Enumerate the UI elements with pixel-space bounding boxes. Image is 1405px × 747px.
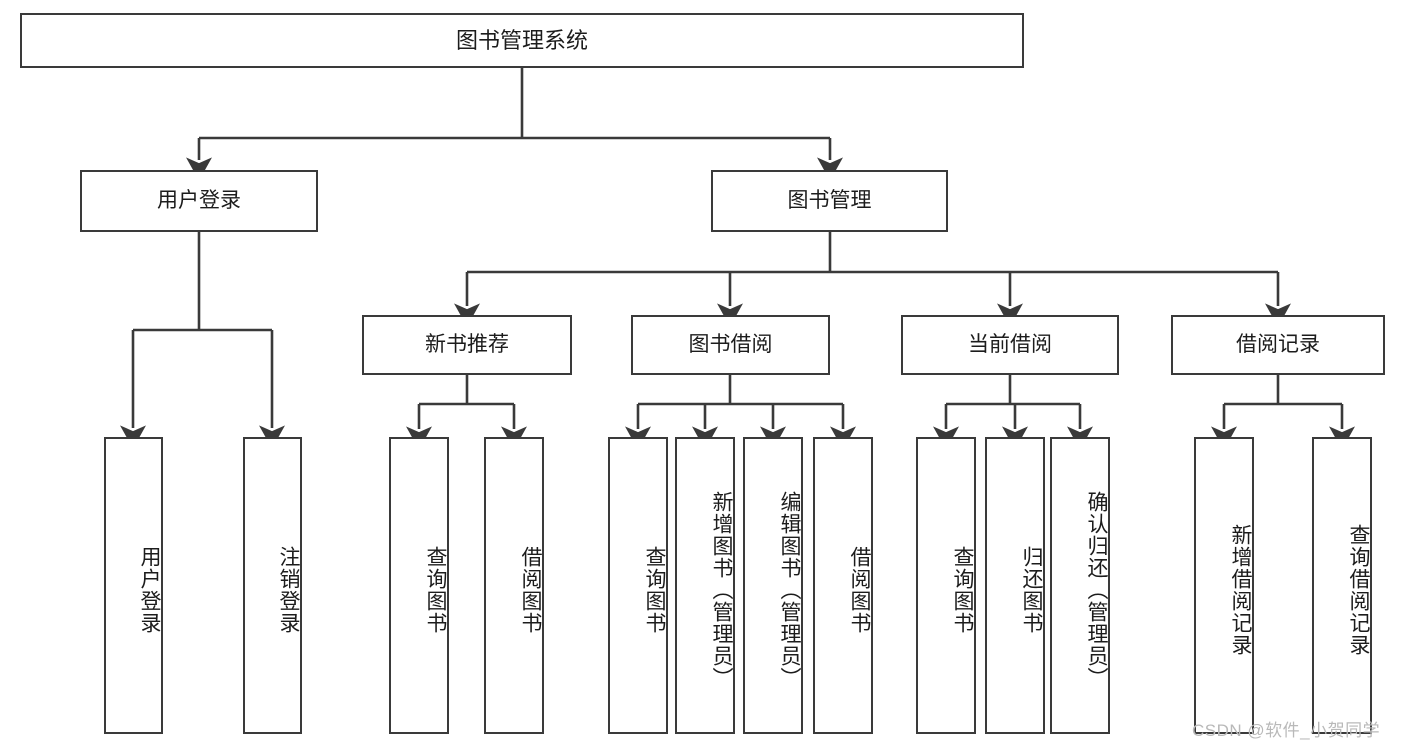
node-leaf-query-book-current[interactable]: 查询图书 <box>916 437 976 734</box>
node-leaf-add-borrow-record[interactable]: 新增借阅记录 <box>1194 437 1254 734</box>
node-label: 查询图书 <box>951 545 974 634</box>
node-label: 新书推荐 <box>425 332 509 356</box>
node-label: 用户登录 <box>138 545 161 634</box>
node-new-book-recommend[interactable]: 新书推荐 <box>362 315 572 375</box>
node-label: 借阅图书 <box>848 545 871 634</box>
node-leaf-borrow-book-recommend[interactable]: 借阅图书 <box>484 437 544 734</box>
node-label: 确认归还（管理员） <box>1085 490 1108 689</box>
node-leaf-user-login[interactable]: 用户登录 <box>104 437 163 734</box>
node-label: 图书管理系统 <box>455 27 588 53</box>
node-label: 当前借阅 <box>968 332 1052 356</box>
node-label: 图书借阅 <box>688 332 773 356</box>
node-label: 新增图书（管理员） <box>710 490 733 689</box>
node-borrow-record[interactable]: 借阅记录 <box>1171 315 1385 375</box>
node-book-borrow[interactable]: 图书借阅 <box>631 315 830 375</box>
node-book-management[interactable]: 图书管理 <box>711 170 948 232</box>
node-label: 借阅记录 <box>1236 332 1320 356</box>
node-label: 编辑图书（管理员） <box>778 490 801 689</box>
node-user-login[interactable]: 用户登录 <box>80 170 318 232</box>
node-label: 图书管理 <box>787 188 872 212</box>
node-label: 查询图书 <box>424 545 447 634</box>
node-leaf-borrow-book[interactable]: 借阅图书 <box>813 437 873 734</box>
node-leaf-query-book-borrow[interactable]: 查询图书 <box>608 437 668 734</box>
node-leaf-return-book[interactable]: 归还图书 <box>985 437 1045 734</box>
node-label: 用户登录 <box>157 188 241 212</box>
node-current-borrow[interactable]: 当前借阅 <box>901 315 1119 375</box>
node-leaf-query-borrow-record[interactable]: 查询借阅记录 <box>1312 437 1372 734</box>
node-book-management-system[interactable]: 图书管理系统 <box>20 13 1024 68</box>
node-leaf-edit-book-admin[interactable]: 编辑图书（管理员） <box>743 437 803 734</box>
node-label: 注销登录 <box>277 545 300 634</box>
node-label: 归还图书 <box>1020 545 1043 634</box>
watermark-csdn: CSDN @软件_小贺同学 <box>1192 721 1381 740</box>
node-leaf-confirm-return-admin[interactable]: 确认归还（管理员） <box>1050 437 1110 734</box>
node-leaf-user-logout[interactable]: 注销登录 <box>243 437 302 734</box>
node-leaf-add-book-admin[interactable]: 新增图书（管理员） <box>675 437 735 734</box>
node-leaf-query-book-recommend[interactable]: 查询图书 <box>389 437 449 734</box>
node-label: 借阅图书 <box>519 545 542 634</box>
node-label: 查询借阅记录 <box>1347 523 1370 656</box>
node-label: 新增借阅记录 <box>1229 523 1252 656</box>
node-label: 查询图书 <box>643 545 666 634</box>
